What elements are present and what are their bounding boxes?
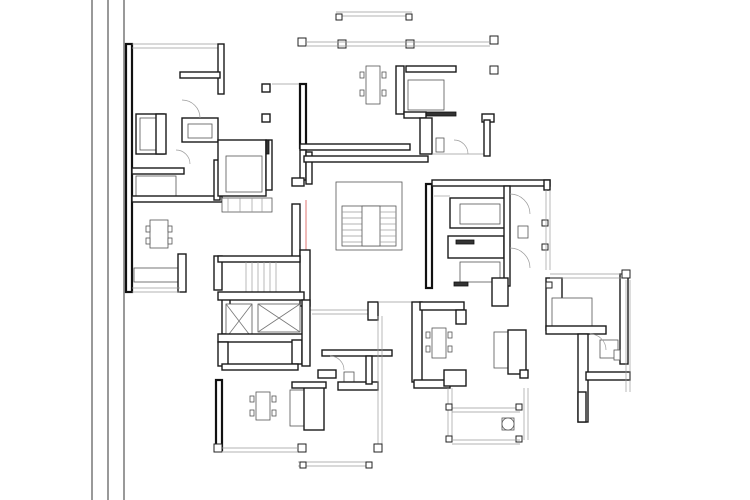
- border-lines: [91, 0, 125, 500]
- west-wing: [124, 42, 225, 294]
- nw-unit: [217, 83, 300, 213]
- lift-block: [213, 255, 311, 367]
- north-unit: [297, 11, 499, 181]
- se-unit: [411, 269, 631, 445]
- east-unit-upper: [434, 185, 551, 307]
- central-core: [291, 151, 551, 321]
- sw-unit: [213, 316, 393, 469]
